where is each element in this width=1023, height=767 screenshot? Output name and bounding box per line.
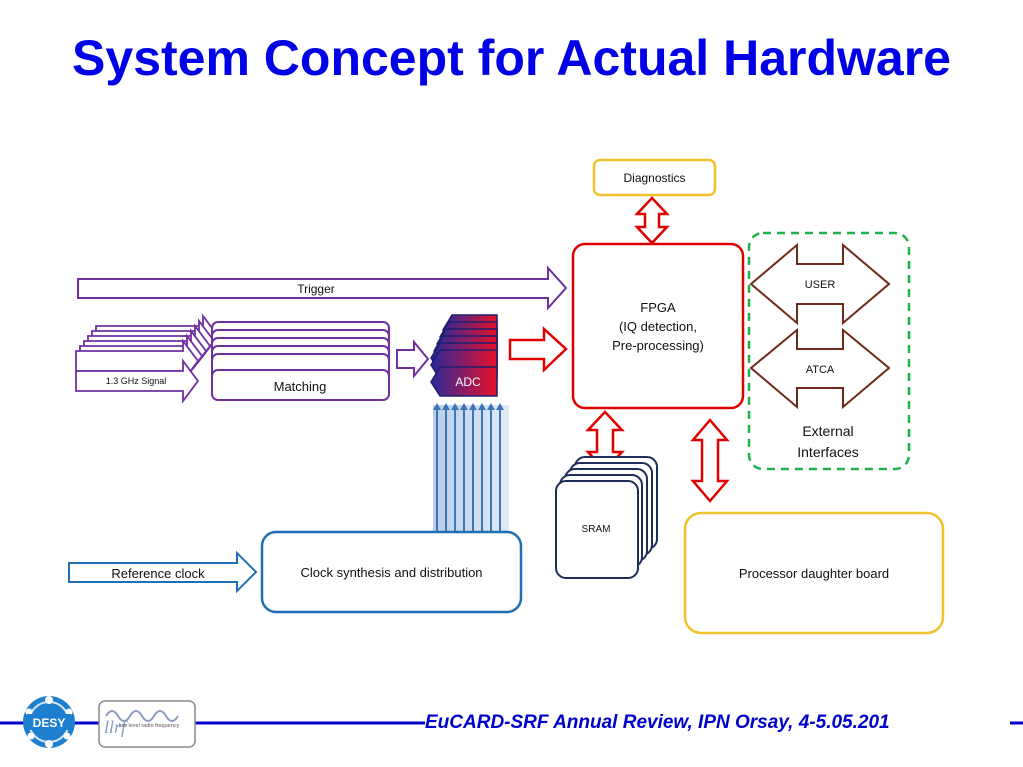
adc-fpga-arrow — [508, 326, 568, 373]
signal-arrows — [75, 313, 220, 404]
processor-daughter-board-box: Processor daughter board — [683, 511, 945, 635]
trigger-label: Trigger — [297, 282, 335, 296]
diagnostics-fpga-arrow — [634, 196, 670, 245]
sram-stack — [555, 456, 658, 579]
diagnostics-box: Diagnostics — [592, 158, 717, 197]
external-interfaces-label-line1: External — [802, 423, 853, 439]
reference-clock-arrow: Reference clock — [68, 550, 258, 594]
processor-daughter-board-label: Processor daughter board — [739, 566, 889, 581]
llrf-logo: llrf low level radio frequency — [98, 700, 196, 748]
llrf-logo-text: low level radio frequency — [119, 723, 180, 729]
adc-label: ADC — [455, 375, 481, 389]
user-label: USER — [805, 279, 836, 291]
desy-logo: DESY — [23, 696, 75, 748]
matching-stack — [211, 321, 390, 401]
sram-label: SRAM — [582, 524, 611, 535]
slide-title: System Concept for Actual Hardware — [72, 30, 951, 86]
matching-label: Matching — [274, 379, 327, 394]
reference-clock-label: Reference clock — [111, 566, 205, 581]
atca-arrow: ATCA — [749, 327, 891, 410]
clock-synthesis-label: Clock synthesis and distribution — [300, 565, 482, 580]
svg-text:llrf: llrf — [104, 717, 129, 737]
fpga-box: FPGA (IQ detection, Pre-processing) — [571, 242, 745, 410]
adc-stack — [430, 314, 498, 397]
trigger-arrow: Trigger — [77, 265, 568, 311]
signal-label: 1.3 GHz Signal — [106, 376, 167, 386]
external-interfaces-box — [747, 231, 911, 471]
clock-distribution-lines — [433, 403, 509, 532]
fpga-processor-arrow — [690, 418, 730, 503]
footer-text: EuCARD-SRF Annual Review, IPN Orsay, 4-5… — [425, 712, 890, 733]
diagnostics-label: Diagnostics — [623, 171, 685, 185]
external-interfaces-label-line2: Interfaces — [797, 444, 858, 460]
clock-synthesis-box: Clock synthesis and distribution — [260, 530, 523, 614]
matching-adc-arrow — [396, 339, 430, 379]
user-arrow: USER — [749, 242, 891, 326]
desy-logo-text: DESY — [33, 716, 66, 730]
fpga-label-line1: FPGA — [640, 300, 676, 315]
fpga-label-line3: Pre-processing) — [612, 338, 704, 353]
fpga-label-line2: (IQ detection, — [619, 319, 697, 334]
atca-label: ATCA — [806, 364, 835, 376]
